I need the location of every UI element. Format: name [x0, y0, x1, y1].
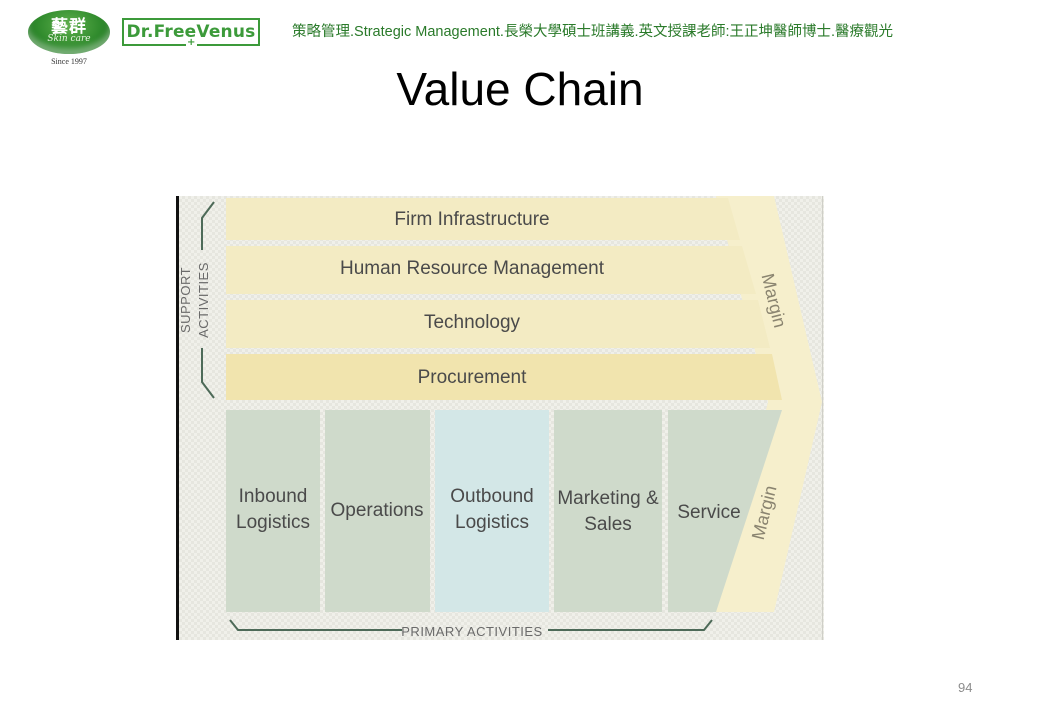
label-human-resource-management: Human Resource Management	[340, 258, 605, 279]
primary-bracket-left	[229, 619, 402, 631]
primary-box-inbound-logistics	[226, 410, 320, 612]
label-marketing-sales-line2: Sales	[584, 514, 632, 535]
label-inbound-logistics-line1: Inbound	[239, 486, 308, 507]
primary-activities-label: PRIMARY ACTIVITIES	[401, 624, 542, 639]
label-inbound-logistics-line2: Logistics	[236, 512, 310, 533]
value-chain-diagram: SUPPORT ACTIVITIES PRIMARY ACTIVITIES Fi…	[176, 196, 824, 640]
yiqun-logo-chinese: 藝群	[51, 17, 87, 37]
support-bracket-top	[201, 201, 215, 250]
label-firm-infrastructure: Firm Infrastructure	[394, 209, 549, 230]
yiqun-logo-script: Skin care	[47, 34, 91, 44]
primary-bracket-right	[548, 619, 713, 631]
value-chain-svg: SUPPORT ACTIVITIES PRIMARY ACTIVITIES Fi…	[176, 196, 824, 640]
diagram-left-border	[176, 196, 179, 640]
primary-box-outbound-logistics	[435, 410, 549, 612]
course-header-text: 策略管理.Strategic Management.長榮大學碩士班講義.英文授課…	[292, 24, 894, 40]
label-outbound-logistics-line2: Logistics	[455, 512, 529, 533]
label-technology: Technology	[424, 312, 521, 333]
dr-freevenus-logo-text: Dr.FreeVenus	[126, 22, 256, 42]
support-label-line1: SUPPORT	[178, 267, 193, 333]
label-operations: Operations	[331, 500, 424, 521]
yiqun-logo-since: Since 1997	[51, 57, 87, 66]
primary-box-service	[668, 410, 782, 612]
primary-box-operations	[325, 410, 430, 612]
diagram-right-edge	[822, 196, 823, 640]
support-band-procurement	[226, 354, 782, 400]
primary-box-marketing-sales	[554, 410, 662, 612]
support-band-technology	[226, 300, 770, 348]
page-number: 94	[958, 680, 973, 695]
dr-freevenus-logo: Dr.FreeVenus +	[122, 18, 260, 48]
yiqun-logo: 藝群 Skin care Since 1997	[28, 8, 110, 68]
plus-icon: +	[186, 37, 197, 48]
label-outbound-logistics-line1: Outbound	[450, 486, 533, 507]
support-band-firm-infrastructure	[226, 198, 740, 240]
support-label-line2: ACTIVITIES	[196, 262, 211, 338]
label-service: Service	[677, 502, 740, 523]
support-bracket-bottom	[201, 348, 215, 399]
yiqun-logo-oval	[28, 10, 110, 54]
slide-title: Value Chain	[396, 63, 644, 115]
label-procurement: Procurement	[418, 367, 527, 388]
label-marketing-sales-line1: Marketing &	[557, 488, 659, 509]
support-band-hrm	[226, 246, 756, 294]
